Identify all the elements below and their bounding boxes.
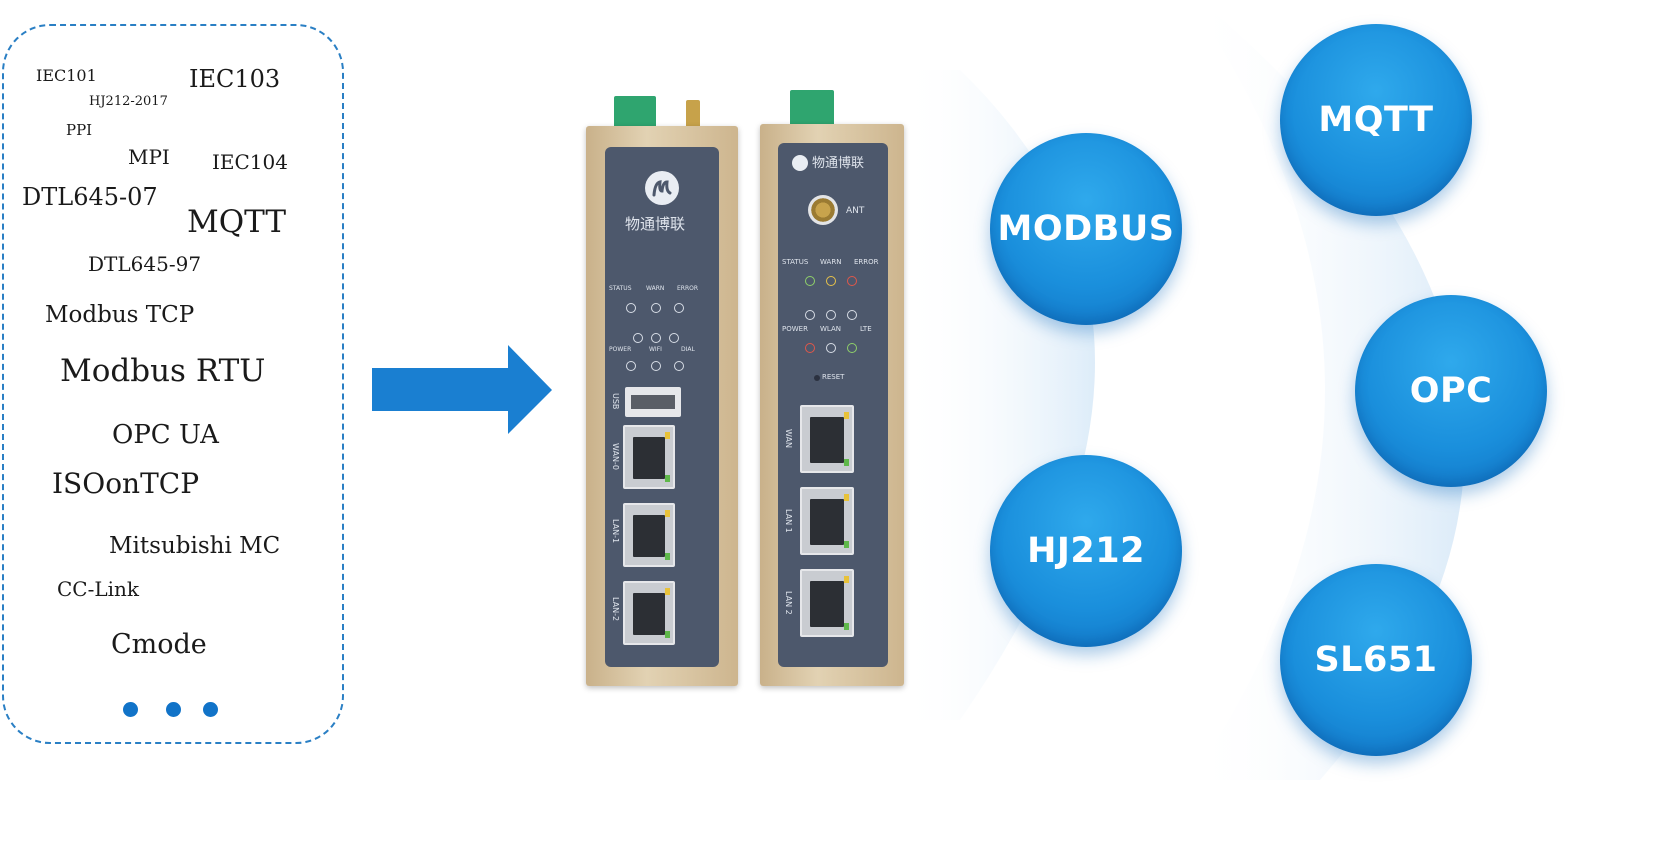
ellipsis-dot bbox=[203, 702, 218, 717]
brand-name: 物通博联 bbox=[625, 215, 686, 233]
bubble-modbus-label: MODBUS bbox=[997, 209, 1175, 249]
led-label-error: ERROR bbox=[677, 285, 699, 292]
led-label-wifi: WIFI bbox=[649, 346, 662, 353]
port-label-lan-1: LAN 1 bbox=[784, 509, 793, 533]
lan-2-port[interactable] bbox=[623, 581, 675, 645]
bubble-opc: OPC bbox=[1355, 295, 1547, 487]
bubble-mqtt-label: MQTT bbox=[1318, 100, 1434, 140]
wan-port[interactable] bbox=[800, 405, 854, 473]
port-label-lan-2: LAN 2 bbox=[784, 591, 793, 615]
bubble-opc-label: OPC bbox=[1409, 371, 1493, 411]
led-label-lte: LTE bbox=[860, 325, 872, 333]
bubble-hj212-label: HJ212 bbox=[1027, 531, 1145, 571]
bubble-sl651-label: SL651 bbox=[1314, 640, 1438, 680]
signal-led bbox=[651, 333, 661, 343]
led-label-status: STATUS bbox=[782, 258, 809, 266]
bubble-sl651: SL651 bbox=[1280, 564, 1472, 756]
status-led bbox=[805, 276, 815, 286]
lan-1-port[interactable] bbox=[623, 503, 675, 567]
protocol-modbus-rtu: Modbus RTU bbox=[60, 353, 266, 389]
port-label-lan-2: LAN-2 bbox=[611, 597, 620, 622]
warn-led bbox=[651, 303, 661, 313]
ellipsis-dot bbox=[123, 702, 138, 717]
protocol-cmode: Cmode bbox=[111, 629, 207, 660]
antenna-connector bbox=[808, 195, 838, 225]
led-label-wlan: WLAN bbox=[820, 325, 842, 333]
led-label-power: POWER bbox=[609, 346, 632, 353]
port-label-wan-0: WAN-0 bbox=[611, 443, 620, 470]
protocol-modbus-tcp: Modbus TCP bbox=[45, 302, 195, 328]
usb-port[interactable] bbox=[625, 387, 681, 417]
antenna-connector bbox=[686, 100, 700, 128]
led-label-error: ERROR bbox=[854, 258, 879, 266]
brand-logo-icon bbox=[792, 155, 808, 171]
protocol-isoontcp: ISOonTCP bbox=[52, 467, 200, 500]
signal-led bbox=[805, 310, 815, 320]
power-led bbox=[805, 343, 815, 353]
device-1-panel: 物通博联 STATUS WARN ERROR POWER WIFI DIAL U… bbox=[605, 147, 719, 667]
protocol-cc-link: CC-Link bbox=[57, 577, 140, 601]
terminal-block bbox=[790, 90, 834, 126]
port-label-usb: USB bbox=[611, 393, 620, 410]
power-led bbox=[626, 361, 636, 371]
ellipsis-dot bbox=[166, 702, 181, 717]
port-label-lan-1: LAN-1 bbox=[611, 519, 620, 544]
right-arrow-icon bbox=[372, 345, 552, 434]
protocol-ppi: PPI bbox=[66, 121, 93, 139]
signal-led bbox=[633, 333, 643, 343]
bubble-mqtt: MQTT bbox=[1280, 24, 1472, 216]
bubble-hj212: HJ212 bbox=[990, 455, 1182, 647]
protocol-opc-ua: OPC UA bbox=[112, 420, 219, 450]
led-label-status: STATUS bbox=[609, 285, 632, 292]
protocol-list-box bbox=[2, 24, 344, 744]
protocol-dtl645-07: DTL645-07 bbox=[22, 183, 158, 211]
status-led bbox=[626, 303, 636, 313]
signal-led bbox=[847, 310, 857, 320]
error-led bbox=[847, 276, 857, 286]
lte-led bbox=[847, 343, 857, 353]
lan-2-port[interactable] bbox=[800, 569, 854, 637]
brand-name: 物通博联 bbox=[812, 156, 865, 171]
protocol-dtl645-97: DTL645-97 bbox=[88, 252, 202, 276]
antenna-label: ANT bbox=[846, 206, 865, 216]
terminal-block bbox=[614, 96, 656, 128]
warn-led bbox=[826, 276, 836, 286]
led-label-warn: WARN bbox=[820, 258, 842, 266]
protocol-iec103: IEC103 bbox=[189, 65, 281, 93]
reset-label: RESET bbox=[822, 373, 845, 381]
protocol-hj212-2017: HJ212-2017 bbox=[89, 94, 168, 109]
wlan-led bbox=[826, 343, 836, 353]
device-2-panel: 物通博联 ANT STATUS WARN ERROR POWER WLAN LT… bbox=[778, 143, 888, 667]
protocol-iec101: IEC101 bbox=[36, 66, 97, 85]
dial-led bbox=[674, 361, 684, 371]
wifi-led bbox=[651, 361, 661, 371]
protocol-iec104: IEC104 bbox=[212, 150, 288, 174]
led-label-warn: WARN bbox=[646, 285, 665, 292]
led-label-dial: DIAL bbox=[681, 346, 695, 353]
reset-button[interactable] bbox=[814, 375, 820, 381]
brand-logo-icon bbox=[645, 171, 679, 205]
signal-led bbox=[669, 333, 679, 343]
bubble-modbus: MODBUS bbox=[990, 133, 1182, 325]
error-led bbox=[674, 303, 684, 313]
port-label-wan: WAN bbox=[784, 429, 793, 448]
wan-0-port[interactable] bbox=[623, 425, 675, 489]
protocol-mqtt: MQTT bbox=[187, 204, 287, 240]
protocol-mitsubishi-mc: Mitsubishi MC bbox=[109, 533, 281, 559]
signal-led bbox=[826, 310, 836, 320]
lan-1-port[interactable] bbox=[800, 487, 854, 555]
led-label-power: POWER bbox=[782, 325, 808, 333]
protocol-mpi: MPI bbox=[128, 145, 170, 169]
